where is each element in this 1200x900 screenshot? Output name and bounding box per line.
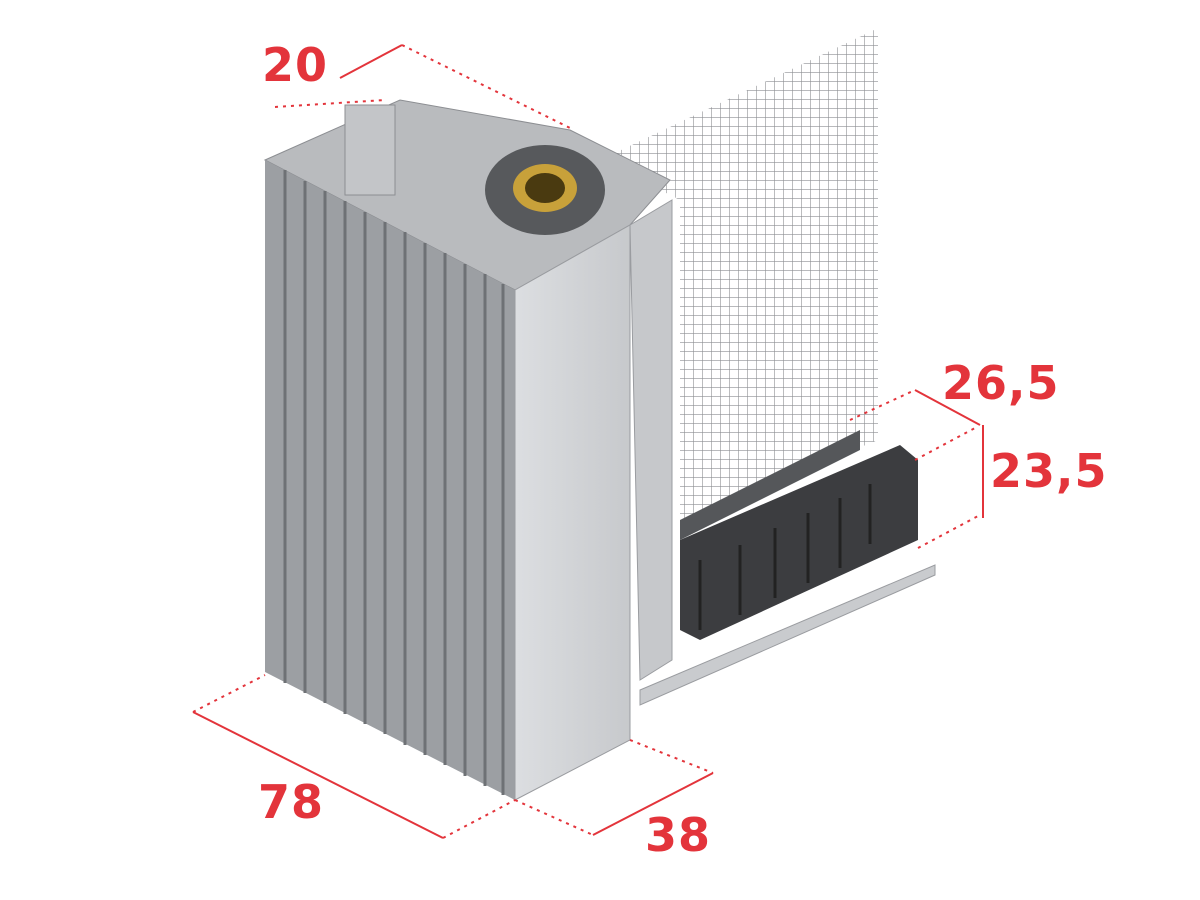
dimension-label-brush-height: 23,5 — [990, 444, 1108, 498]
side-rail — [629, 199, 673, 681]
profile-fluted-face — [265, 160, 515, 800]
dimension-lines — [192, 44, 984, 839]
profile-front-face — [514, 224, 631, 801]
dimension-label-profile-width: 38 — [645, 808, 712, 862]
spring-roll — [485, 145, 605, 235]
brush-seal — [680, 430, 918, 640]
bottom-rail — [639, 564, 936, 706]
dimension-label-brush-depth: 26,5 — [942, 356, 1060, 410]
dimension-label-profile-depth: 78 — [258, 775, 325, 829]
insect-mesh — [600, 28, 878, 520]
dimension-label-top-width: 20 — [262, 38, 329, 92]
